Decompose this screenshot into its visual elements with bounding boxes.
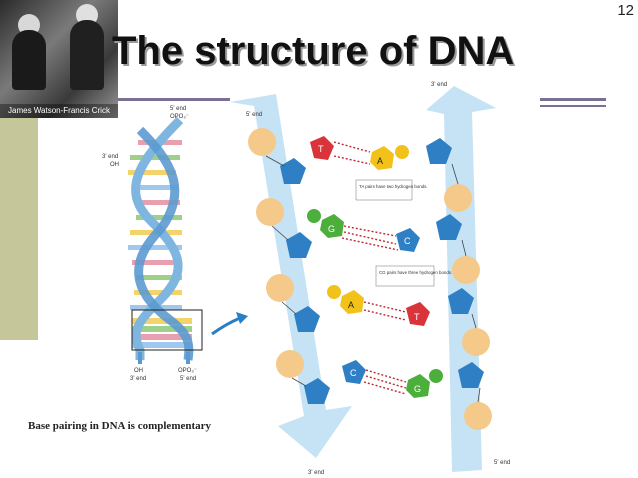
svg-text:A: A [348,300,354,310]
struct-top-right-end: 3' end [431,82,447,88]
double-helix-illustration: 5' end OPO₃⁻ 3' end OH OH 3' end OPO₃⁻ 5… [102,106,203,382]
base-G-bottom: G [406,369,443,398]
svg-text:T: T [318,144,324,154]
helix-bottom-oh: OH [134,368,143,374]
base-A-top: A [370,145,409,170]
helix-bottom-three-end: 3' end [130,376,146,382]
helix-zoom-box [131,309,203,351]
cg-note-line: CG pairs have three hydrogen bonds. [379,270,452,275]
slide-caption: Base pairing in DNA is complementary [28,420,212,432]
struct-top-left-end: 5' end [246,112,262,118]
base-pairing-structure: 5' end 3' end 3' end 5' end T A G C A [230,82,510,476]
svg-text:C: C [404,236,411,246]
hydrogen-bonds [333,141,407,395]
base-A-bottom: A [327,285,364,314]
helix-oh-left: OH [110,162,119,168]
struct-bottom-right-end: 5' end [494,460,510,466]
svg-text:T: T [414,312,420,322]
ta-note-line: TA pairs have two hydrogen bonds. [359,184,428,189]
title-rule-right-2 [540,105,606,107]
base-C-bottom: C [342,360,366,384]
helix-bottom-five-end: 5' end [180,376,196,382]
base-G-top: G [307,209,344,238]
title-rule-right [540,98,606,101]
svg-text:G: G [328,224,335,234]
base-C-top: C [396,228,420,252]
base-T-bottom: T [406,302,430,326]
svg-text:C: C [350,368,357,378]
watson-crick-photo [0,0,118,118]
helix-bottom-opo: OPO₃⁻ [178,368,197,374]
photo-caption: James Watson-Francis Crick [0,104,118,118]
base-T-top: T [310,136,334,160]
page-number: 12 [617,2,634,19]
zoom-arrow-icon [211,312,248,336]
title-rule-left [118,98,230,101]
struct-bottom-left-end: 3' end [308,470,324,476]
left-strand-arrow [230,94,352,458]
helix-three-end-left: 3' end [102,154,118,160]
helix-top-opo: OPO₃⁻ [170,114,189,120]
svg-text:A: A [377,156,383,166]
slide-title: The structure of DNA [112,29,515,73]
helix-top-five-end: 5' end [170,106,186,112]
svg-text:G: G [414,384,421,394]
